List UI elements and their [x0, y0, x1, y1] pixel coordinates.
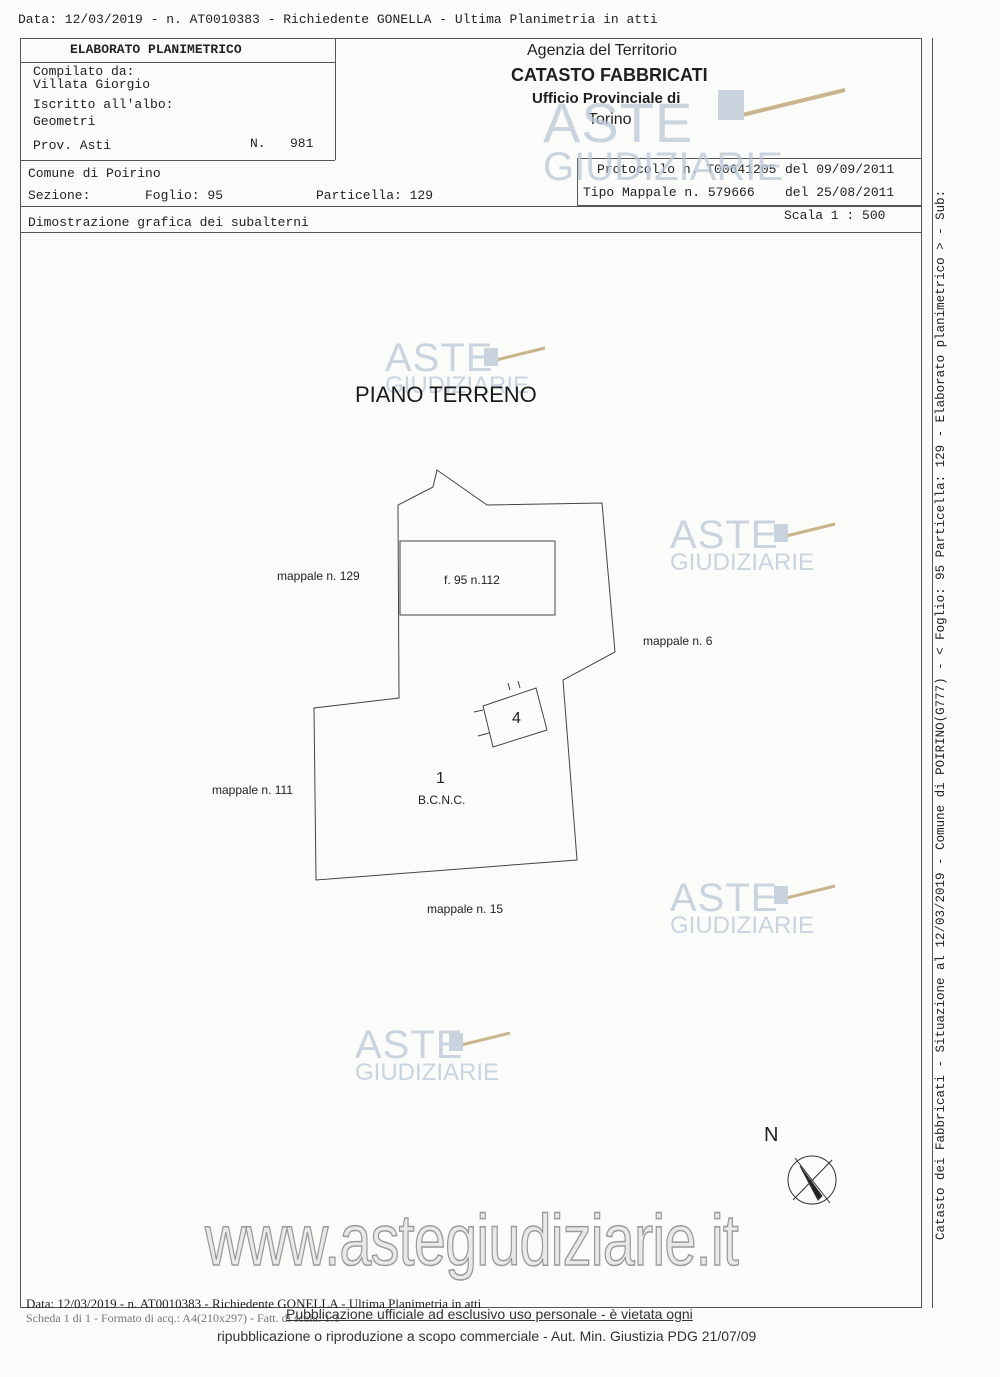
- label-mappale-111: mappale n. 111: [212, 783, 293, 797]
- tipo-mappale-date: del 25/08/2011: [785, 185, 895, 200]
- watermark: ASTE GIUDIZIARIE: [385, 336, 530, 399]
- tipo-mappale: Tipo Mappale n. 579666: [583, 185, 755, 200]
- protocollo: Protocollo n. T00641205: [597, 162, 777, 177]
- elaborato-title: ELABORATO PLANIMETRICO: [70, 42, 242, 57]
- north-label: N: [764, 1124, 779, 1146]
- label-foglio-112: f. 95 n.112: [444, 573, 500, 587]
- footer-scheda-line: Scheda 1 di 1 - Formato di acq.: A4(210x…: [26, 1311, 340, 1325]
- scala: Scala 1 : 500: [784, 208, 886, 223]
- plan-title: PIANO TERRENO: [355, 382, 537, 407]
- watermark: ASTE GIUDIZIARIE: [543, 91, 784, 189]
- watermark: ASTE GIUDIZIARIE: [670, 876, 815, 939]
- website-watermark: www.astegiudiziarie.it: [204, 1200, 739, 1282]
- sezione-label: Sezione:: [28, 188, 91, 203]
- label-mappale-6: mappale n. 6: [643, 634, 713, 648]
- footer-notice-1: Pubblicazione ufficiale ad esclusivo uso…: [286, 1306, 693, 1322]
- footer-request-line: Data: 12/03/2019 - n. AT0010383 - Richie…: [26, 1296, 482, 1311]
- header-divider: [20, 62, 335, 63]
- parcel-112: [399, 540, 556, 616]
- document-frame: [20, 38, 922, 1308]
- foglio: Foglio: 95: [145, 188, 224, 203]
- gavel-icon: [774, 522, 836, 542]
- sidebar-border: [932, 38, 933, 1308]
- compilato-name: Villata Giorgio: [33, 77, 151, 92]
- compilato-label: Compilato da:: [33, 64, 135, 79]
- agency-name: Agenzia del Territorio: [527, 42, 678, 59]
- ufficio-city: Torino: [588, 111, 632, 128]
- protocollo-date: del 09/09/2011: [785, 162, 895, 177]
- label-mappale-129: mappale n. 129: [277, 569, 360, 583]
- gavel-icon: [449, 1031, 511, 1051]
- iscritto-value: Geometri: [33, 114, 96, 129]
- label-bcnc: B.C.N.C.: [418, 793, 466, 807]
- comune: Comune di Poirino: [28, 166, 161, 181]
- gavel-icon: [718, 88, 846, 120]
- provincia: Prov. Asti: [33, 138, 112, 153]
- catasto-title: CATASTO FABBRICATI: [511, 65, 708, 85]
- watermark: ASTE GIUDIZIARIE: [670, 513, 815, 576]
- n-label: N.: [250, 136, 266, 151]
- building-sub-4: [482, 687, 548, 748]
- watermark: ASTE GIUDIZIARIE: [355, 1023, 500, 1086]
- n-value: 981: [290, 136, 314, 151]
- parcel-outline: [313, 469, 616, 881]
- header-divider: [335, 38, 336, 160]
- label-sub-4: 4: [512, 710, 521, 727]
- gavel-icon: [774, 884, 836, 904]
- footer-notice-2: ripubblicazione o riproduzione a scopo c…: [217, 1328, 757, 1344]
- dimostrazione: Dimostrazione grafica dei subalterni: [28, 215, 309, 230]
- header-divider: [20, 160, 335, 161]
- sidebar-reference: Catasto dei Fabbricati - Situazione al 1…: [934, 189, 948, 1240]
- iscritto-label: Iscritto all'albo:: [33, 97, 174, 112]
- ufficio-label: Ufficio Provinciale di: [532, 90, 681, 107]
- header-divider: [20, 206, 922, 207]
- top-request-line: Data: 12/03/2019 - n. AT0010383 - Richie…: [18, 12, 658, 27]
- particella: Particella: 129: [316, 188, 434, 203]
- label-sub-1: 1: [436, 770, 445, 787]
- label-mappale-15: mappale n. 15: [427, 902, 504, 916]
- north-arrow: [787, 1155, 837, 1205]
- protocol-box: [577, 158, 922, 206]
- gavel-icon: [484, 346, 546, 366]
- header-divider: [20, 232, 922, 233]
